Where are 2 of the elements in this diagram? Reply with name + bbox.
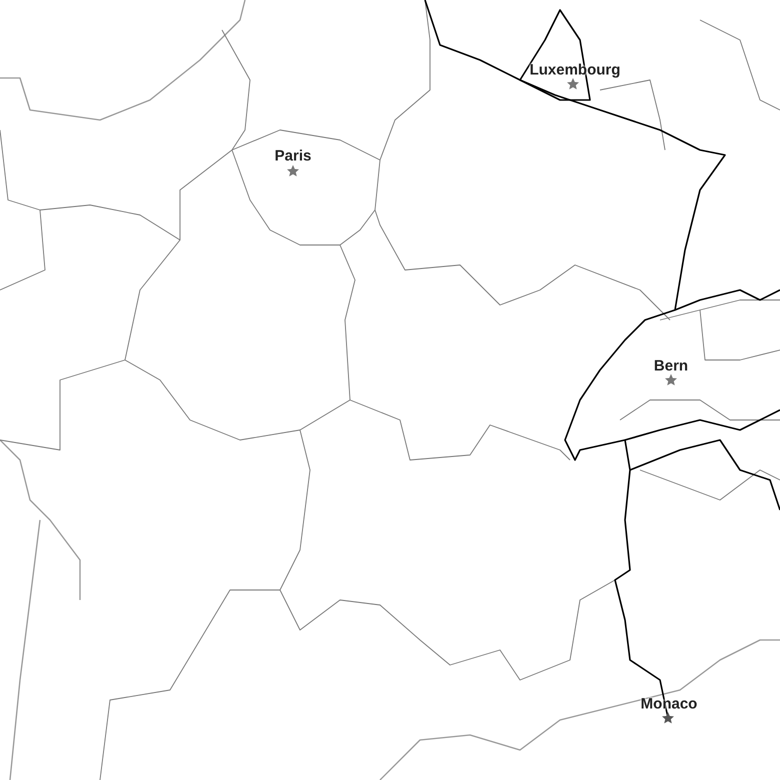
city-label: Bern (654, 358, 688, 374)
city-label: Paris (274, 148, 312, 164)
